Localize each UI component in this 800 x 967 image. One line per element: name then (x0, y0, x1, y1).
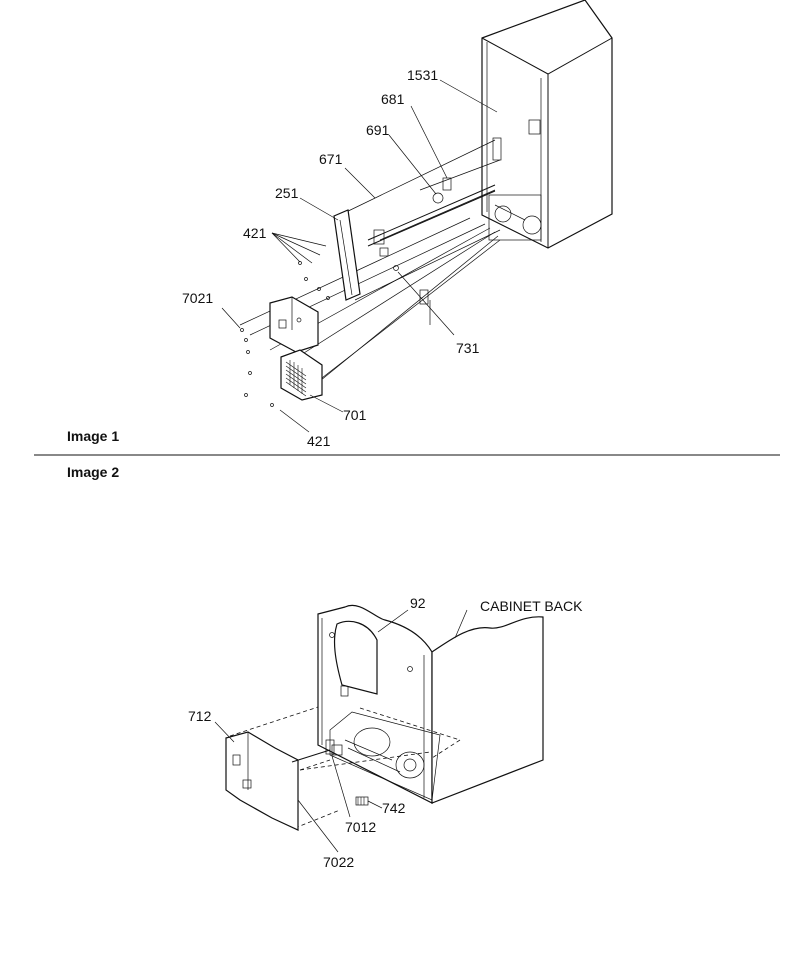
part-7021-bracket (240, 296, 319, 354)
image-1-caption: Image 1 (67, 428, 119, 444)
compressor-compartment (329, 711, 441, 801)
leader-lines-1 (221, 79, 498, 433)
callout-421-upper: 421 (243, 225, 267, 241)
callout-421-lower: 421 (307, 433, 331, 449)
callout-7012: 7012 (345, 819, 376, 835)
callout-712: 712 (188, 708, 212, 724)
part-742 (355, 796, 369, 806)
callout-671: 671 (319, 151, 343, 167)
refrigerator-cabinet (481, 0, 613, 249)
callout-691: 691 (366, 122, 390, 138)
part-251-panel (333, 209, 361, 301)
part-671-tube (367, 184, 496, 257)
callout-7021: 7021 (182, 290, 213, 306)
callout-701: 701 (343, 407, 367, 423)
explode-lines-1 (239, 139, 501, 396)
figure-1: 1531 681 691 671 251 421 7021 731 701 42… (67, 0, 613, 449)
part-7012 (325, 739, 335, 755)
figure-2: Image 2 (67, 464, 583, 870)
part-701-grille (244, 349, 323, 407)
callout-731: 731 (456, 340, 480, 356)
callout-cabinet-back: CABINET BACK (480, 598, 583, 614)
callout-681: 681 (381, 91, 405, 107)
part-92-panel (329, 620, 378, 695)
leader-lines-2 (214, 609, 468, 853)
callout-1531: 1531 (407, 67, 438, 83)
callout-742: 742 (382, 800, 406, 816)
explode-dashed-lines-2 (229, 706, 461, 829)
part-712-bracket (225, 731, 331, 831)
callout-251: 251 (275, 185, 299, 201)
callout-7022: 7022 (323, 854, 354, 870)
image-2-caption: Image 2 (67, 464, 119, 480)
callout-92: 92 (410, 595, 426, 611)
